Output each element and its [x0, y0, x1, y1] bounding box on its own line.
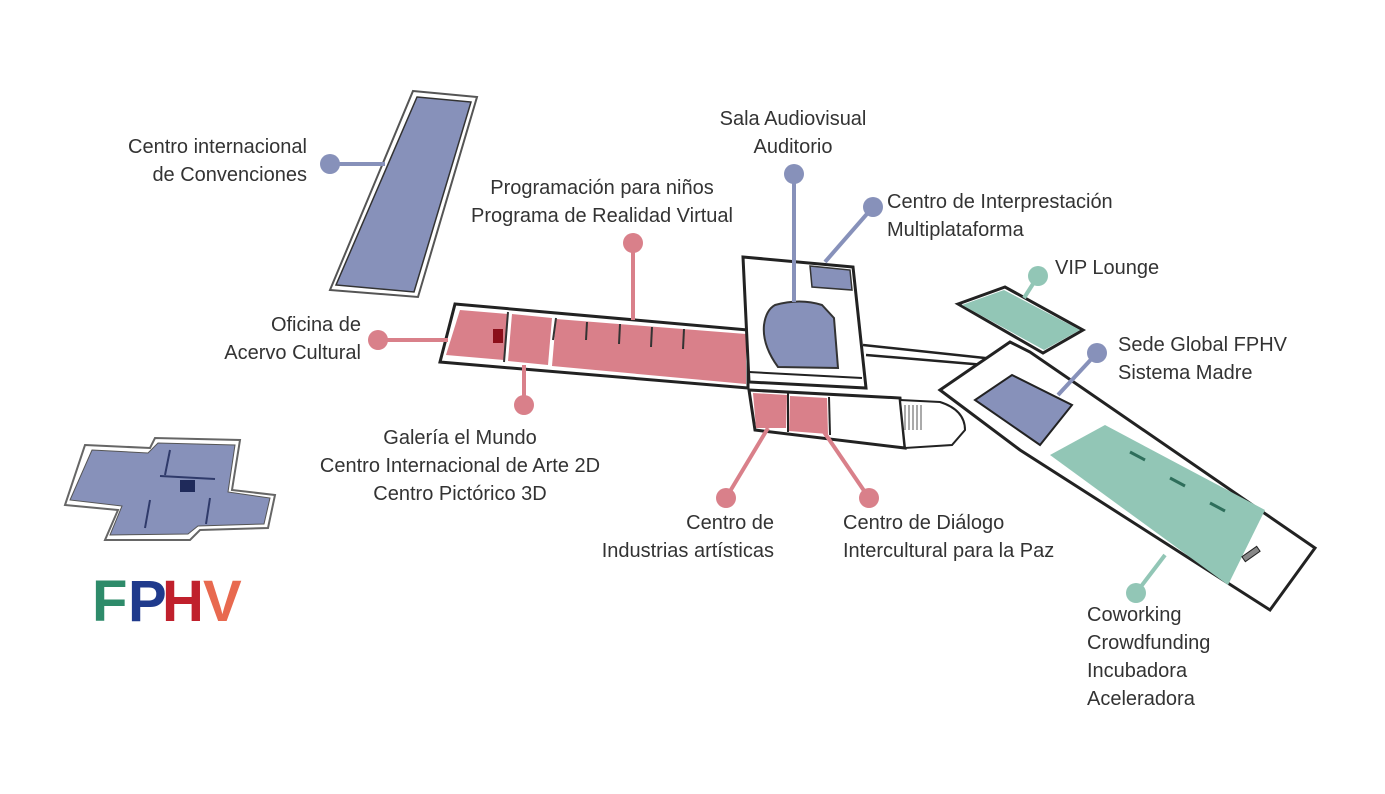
industrias-room[interactable]	[753, 393, 787, 428]
ninos-room[interactable]	[552, 319, 746, 384]
connector-dot-ninos[interactable]	[623, 233, 643, 253]
auditorium-block	[741, 255, 868, 390]
inset-plan	[63, 436, 277, 541]
dialogo-room[interactable]	[789, 396, 828, 434]
small-dark-block	[493, 329, 503, 343]
connector-dot-industrias[interactable]	[716, 488, 736, 508]
lower-block	[747, 388, 967, 450]
label-vip: VIP Lounge	[1055, 257, 1160, 279]
connector-dot-vip[interactable]	[1028, 266, 1048, 286]
gallery-room-2[interactable]	[508, 314, 552, 365]
logo-letter-v: V	[203, 569, 242, 634]
connector-dot-interpretacion[interactable]	[863, 197, 883, 217]
connector-line-interpretacion	[823, 205, 875, 264]
auditorium-room[interactable]	[762, 300, 840, 370]
sede-room[interactable]	[973, 373, 1074, 447]
logo-letter-f: F	[92, 569, 127, 634]
connector-line-dialogo	[822, 430, 871, 500]
connector-dot-coworking[interactable]	[1126, 583, 1146, 603]
right-wing	[937, 285, 1318, 613]
interpretacion-room[interactable]	[809, 265, 853, 291]
connector-dot-convenciones[interactable]	[320, 154, 340, 174]
vip-room[interactable]	[962, 290, 1080, 350]
gallery-wing	[438, 302, 750, 390]
staircase	[898, 398, 967, 450]
logo-letter-h: H	[162, 569, 204, 634]
acervo-room[interactable]	[446, 310, 508, 360]
fphv-logo: F P H V	[92, 569, 242, 634]
connector-dot-galeria[interactable]	[514, 395, 534, 415]
convention-center-room[interactable]	[328, 89, 479, 299]
corridor	[862, 343, 987, 367]
coworking-room[interactable]	[1050, 425, 1265, 585]
connector-dot-audiovisual[interactable]	[784, 164, 804, 184]
connector-dot-dialogo[interactable]	[859, 488, 879, 508]
logo-letter-p: P	[128, 569, 167, 634]
connector-dot-acervo[interactable]	[368, 330, 388, 350]
connector-dot-sede[interactable]	[1087, 343, 1107, 363]
connector-line-industrias	[724, 426, 770, 500]
